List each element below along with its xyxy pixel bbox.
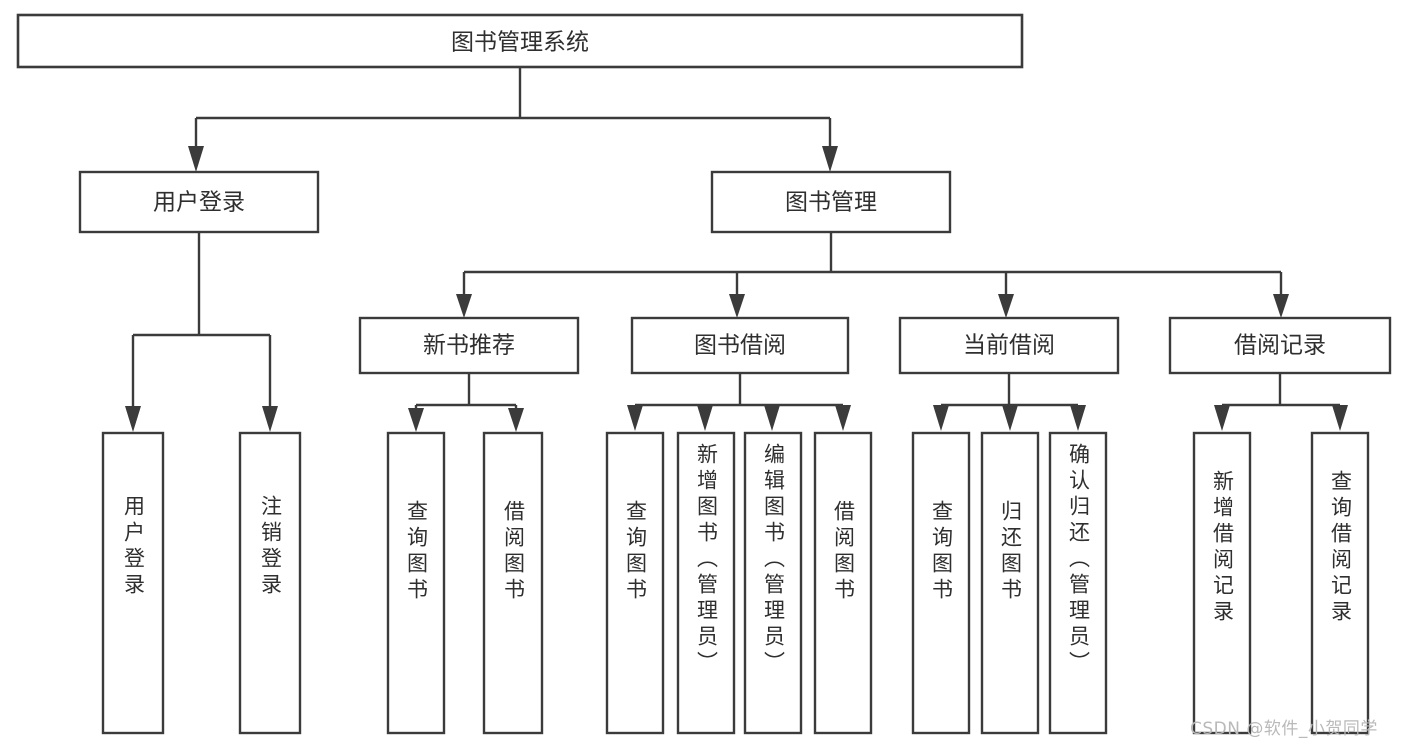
node-level3-label: 新书推荐 xyxy=(423,333,515,359)
node-root-box[interactable] xyxy=(16,13,1024,69)
csdn-watermark: CSDN @软件_小贺同学 xyxy=(1190,719,1378,739)
node-level2-label: 用户登录 xyxy=(153,190,245,216)
arrow-head-icon xyxy=(933,405,949,431)
node-leaf-box[interactable] xyxy=(482,431,544,735)
node-leaf-box[interactable] xyxy=(813,431,873,735)
arrow-head-icon xyxy=(1273,294,1289,318)
node-leaf-box[interactable] xyxy=(1310,431,1370,735)
node-level3-label: 当前借阅 xyxy=(963,333,1055,359)
node-level3-box[interactable] xyxy=(358,316,580,375)
node-leaf-box[interactable] xyxy=(605,431,665,735)
arrow-head-icon xyxy=(508,408,524,432)
arrow-head-icon xyxy=(188,146,204,172)
arrow-head-icon xyxy=(1214,405,1230,431)
node-root-label: 图书管理系统 xyxy=(451,30,589,56)
node-leaf-box[interactable] xyxy=(676,431,736,735)
node-leaf-box[interactable] xyxy=(101,431,165,735)
node-level3-box[interactable] xyxy=(1168,316,1392,375)
node-level3-label: 图书借阅 xyxy=(694,333,786,359)
node-level3-label: 借阅记录 xyxy=(1234,333,1326,359)
arrow-head-icon xyxy=(456,294,472,318)
arrow-head-icon xyxy=(1070,405,1086,431)
node-leaf-box[interactable] xyxy=(238,431,302,735)
arrow-head-icon xyxy=(998,294,1014,318)
node-leaf-box[interactable] xyxy=(1192,431,1252,735)
arrow-head-icon xyxy=(627,405,643,431)
node-level3-box[interactable] xyxy=(898,316,1120,375)
arrow-head-icon xyxy=(764,405,780,431)
arrow-head-icon xyxy=(1332,405,1348,431)
node-leaf-box[interactable] xyxy=(743,431,803,735)
arrow-head-icon xyxy=(1002,405,1018,431)
node-leaf-box[interactable] xyxy=(980,431,1040,735)
arrow-head-icon xyxy=(822,146,838,172)
node-level3-box[interactable] xyxy=(630,316,850,375)
node-leaf-box[interactable] xyxy=(1048,431,1108,735)
arrow-head-icon xyxy=(408,408,424,432)
arrow-head-icon xyxy=(835,405,851,431)
node-level2-box[interactable] xyxy=(710,170,952,234)
node-level2-label: 图书管理 xyxy=(785,190,877,216)
arrow-head-icon xyxy=(262,406,278,432)
arrow-head-icon xyxy=(729,294,745,318)
arrow-head-icon xyxy=(125,406,141,432)
node-leaf-box[interactable] xyxy=(911,431,971,735)
arrow-head-icon xyxy=(697,405,713,431)
node-leaf-box[interactable] xyxy=(386,431,446,735)
